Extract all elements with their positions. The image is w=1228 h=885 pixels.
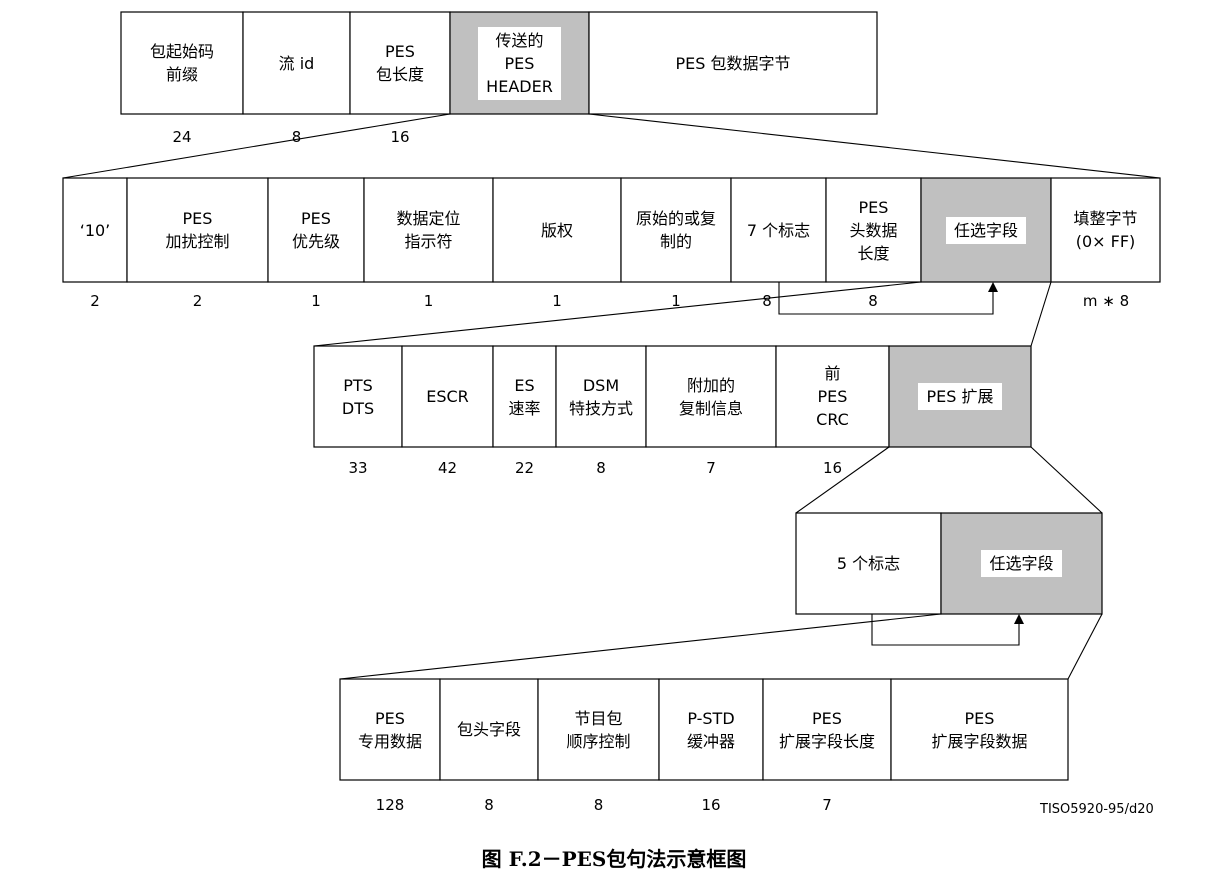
row5-field-box — [537, 678, 660, 781]
row5-field-box — [339, 678, 441, 781]
row4-field-label: 5 个标志 — [836, 554, 901, 573]
row5-bit-count: 8 — [484, 796, 494, 814]
row5-field-box — [762, 678, 892, 781]
figure-reference: TISO5920-95/d20 — [1040, 802, 1154, 817]
row3-field-box — [492, 345, 557, 448]
row2-bit-count: 8 — [868, 292, 878, 310]
row3-bit-count: 16 — [822, 459, 843, 477]
row5-bit-count: 8 — [593, 796, 604, 814]
row2-field-box — [920, 177, 1052, 283]
row5-bit-count: 16 — [701, 796, 721, 814]
row2-field-label: 数据定位指示符 — [396, 209, 461, 251]
row2-field-label: 版权 — [540, 220, 573, 240]
row3-field-box — [313, 345, 403, 448]
row5-field-box — [658, 678, 764, 781]
row3-field-box — [645, 345, 777, 448]
flag-arrow-row2 — [778, 282, 994, 315]
row2-bit-count: 1 — [671, 292, 681, 310]
arrowhead-icon — [988, 282, 998, 292]
row1-field-box — [349, 11, 451, 115]
expand-line-right — [1030, 446, 1103, 514]
row2-field-box — [1050, 177, 1161, 283]
row1-field-label: 包起始码前缀 — [149, 42, 214, 84]
row2-field-label: 任选字段 — [921, 216, 1051, 244]
row1-field-box — [588, 11, 878, 115]
row2-field-box — [62, 177, 128, 283]
row3-field-box — [401, 345, 494, 448]
flag-arrow-row4 — [871, 614, 1020, 646]
expand-line-left — [795, 446, 890, 514]
row5-field-label: 包头字段 — [456, 720, 521, 739]
row2-field-box — [492, 177, 622, 283]
expand-line-right — [1030, 281, 1052, 347]
row3-bit-count: 8 — [596, 459, 606, 477]
row2-field-label: 填整字节(0× FF) — [1073, 209, 1138, 251]
row2-bit-count: 1 — [311, 292, 321, 310]
expand-line-right — [588, 113, 1161, 179]
row2-bit-count: 1 — [423, 292, 434, 310]
arrowhead-icon — [1014, 614, 1024, 624]
row2-bit-count: 2 — [192, 292, 203, 310]
row3-field-label: ESCR — [426, 387, 469, 406]
row2-field-label: ‘10’ — [79, 220, 111, 240]
row2-field-box — [825, 177, 922, 283]
row4-field-label: 任选字段 — [941, 550, 1102, 577]
row3-field-label: 附加的复制信息 — [678, 375, 743, 418]
figure-caption: 图 F.2－PES包句法示意框图 — [481, 847, 747, 871]
row3-field-box — [775, 345, 890, 448]
row5-field-box — [890, 678, 1069, 781]
row5-bit-count: 128 — [375, 796, 405, 814]
row1-bit-count: 8 — [291, 128, 302, 146]
row1-field-box — [120, 11, 244, 115]
row2-bit-count: 1 — [552, 292, 562, 310]
row3-field-box — [888, 345, 1032, 448]
row2-bit-count: m ∗ 8 — [1082, 292, 1130, 310]
row3-field-box — [555, 345, 647, 448]
expansion-lines — [62, 113, 1161, 680]
row5-bit-count: 7 — [822, 796, 832, 814]
row2-bit-count: 2 — [90, 292, 100, 310]
row5-field-label: 节目包顺序控制 — [566, 708, 631, 751]
row2-bit-count: 8 — [762, 292, 772, 310]
row2-field-box — [730, 177, 827, 283]
row1-field-box — [242, 11, 351, 115]
row4-field-box — [795, 512, 942, 615]
row1-bit-count: 24 — [172, 128, 192, 146]
expand-line-left — [62, 113, 451, 179]
field-boxes — [62, 11, 1161, 781]
row2-field-box — [267, 177, 365, 283]
row1-field-label: 流 id — [278, 53, 315, 73]
row2-field-box — [363, 177, 494, 283]
row3-bit-count: 22 — [514, 459, 535, 477]
row1-bit-count: 16 — [390, 128, 410, 146]
expand-line-left — [339, 613, 942, 680]
row3-bit-count: 42 — [437, 459, 458, 477]
row3-field-label: PES 扩展 — [889, 383, 1031, 410]
row3-bit-count: 33 — [348, 459, 368, 477]
expand-line-left — [313, 281, 922, 347]
expand-line-right — [1067, 613, 1103, 680]
arrowheads — [988, 282, 1024, 624]
row2-field-label: 原始的或复制的 — [635, 209, 716, 251]
row1-field-label: PES 包数据字节 — [675, 53, 791, 73]
row3-bit-count: 7 — [706, 459, 716, 477]
row2-field-box — [126, 177, 269, 283]
row2-field-label: 7 个标志 — [746, 220, 811, 240]
